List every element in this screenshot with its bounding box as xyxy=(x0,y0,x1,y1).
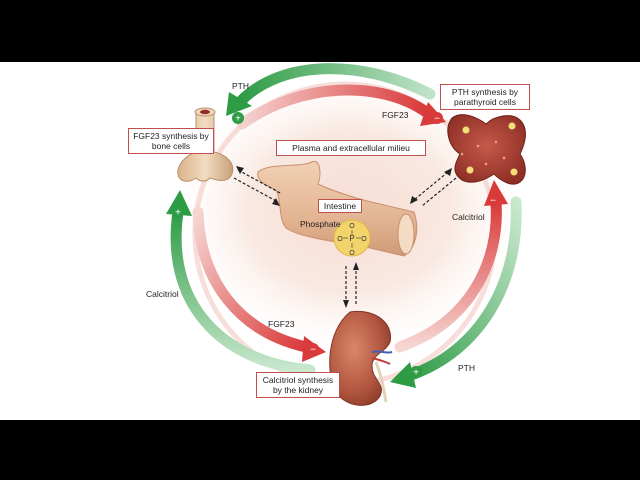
fgf23-top-label: FGF23 xyxy=(382,111,408,121)
letterbox-top xyxy=(0,0,640,62)
calcitriol-left-label: Calcitriol xyxy=(146,290,179,300)
calcitriol-right-label: Calcitriol xyxy=(452,213,485,223)
svg-text:−: − xyxy=(434,114,440,125)
pth-bottom-label: PTH xyxy=(458,364,475,374)
diagram-svg: + − + − − + xyxy=(0,62,640,420)
svg-text:P: P xyxy=(349,234,354,243)
phosphate-label: Phosphate xyxy=(300,220,341,230)
intestine-box: Intestine xyxy=(318,199,362,213)
fgf23-bone-box: FGF23 synthesis by bone cells xyxy=(128,128,214,154)
diagram-canvas: + − + − − + xyxy=(0,62,640,420)
svg-text:O: O xyxy=(337,236,343,243)
calcitriol-kidney-box: Calcitriol synthesis by the kidney xyxy=(256,372,340,398)
svg-text:−: − xyxy=(310,345,316,356)
fgf23-bottom-label: FGF23 xyxy=(268,320,294,330)
svg-text:+: + xyxy=(235,114,241,125)
svg-text:O: O xyxy=(361,236,367,243)
svg-text:−: − xyxy=(490,196,496,207)
letterbox-bottom xyxy=(0,420,640,480)
pth-parathyroid-box: PTH synthesis by parathyroid cells xyxy=(440,84,530,110)
plasma-box: Plasma and extracellular milieu xyxy=(276,140,426,156)
svg-text:O: O xyxy=(349,250,355,257)
pth-top-label: PTH xyxy=(232,82,249,92)
svg-text:+: + xyxy=(175,208,181,219)
svg-text:+: + xyxy=(413,368,419,379)
svg-text:O: O xyxy=(349,223,355,230)
parathyroid-illustration xyxy=(448,115,526,184)
